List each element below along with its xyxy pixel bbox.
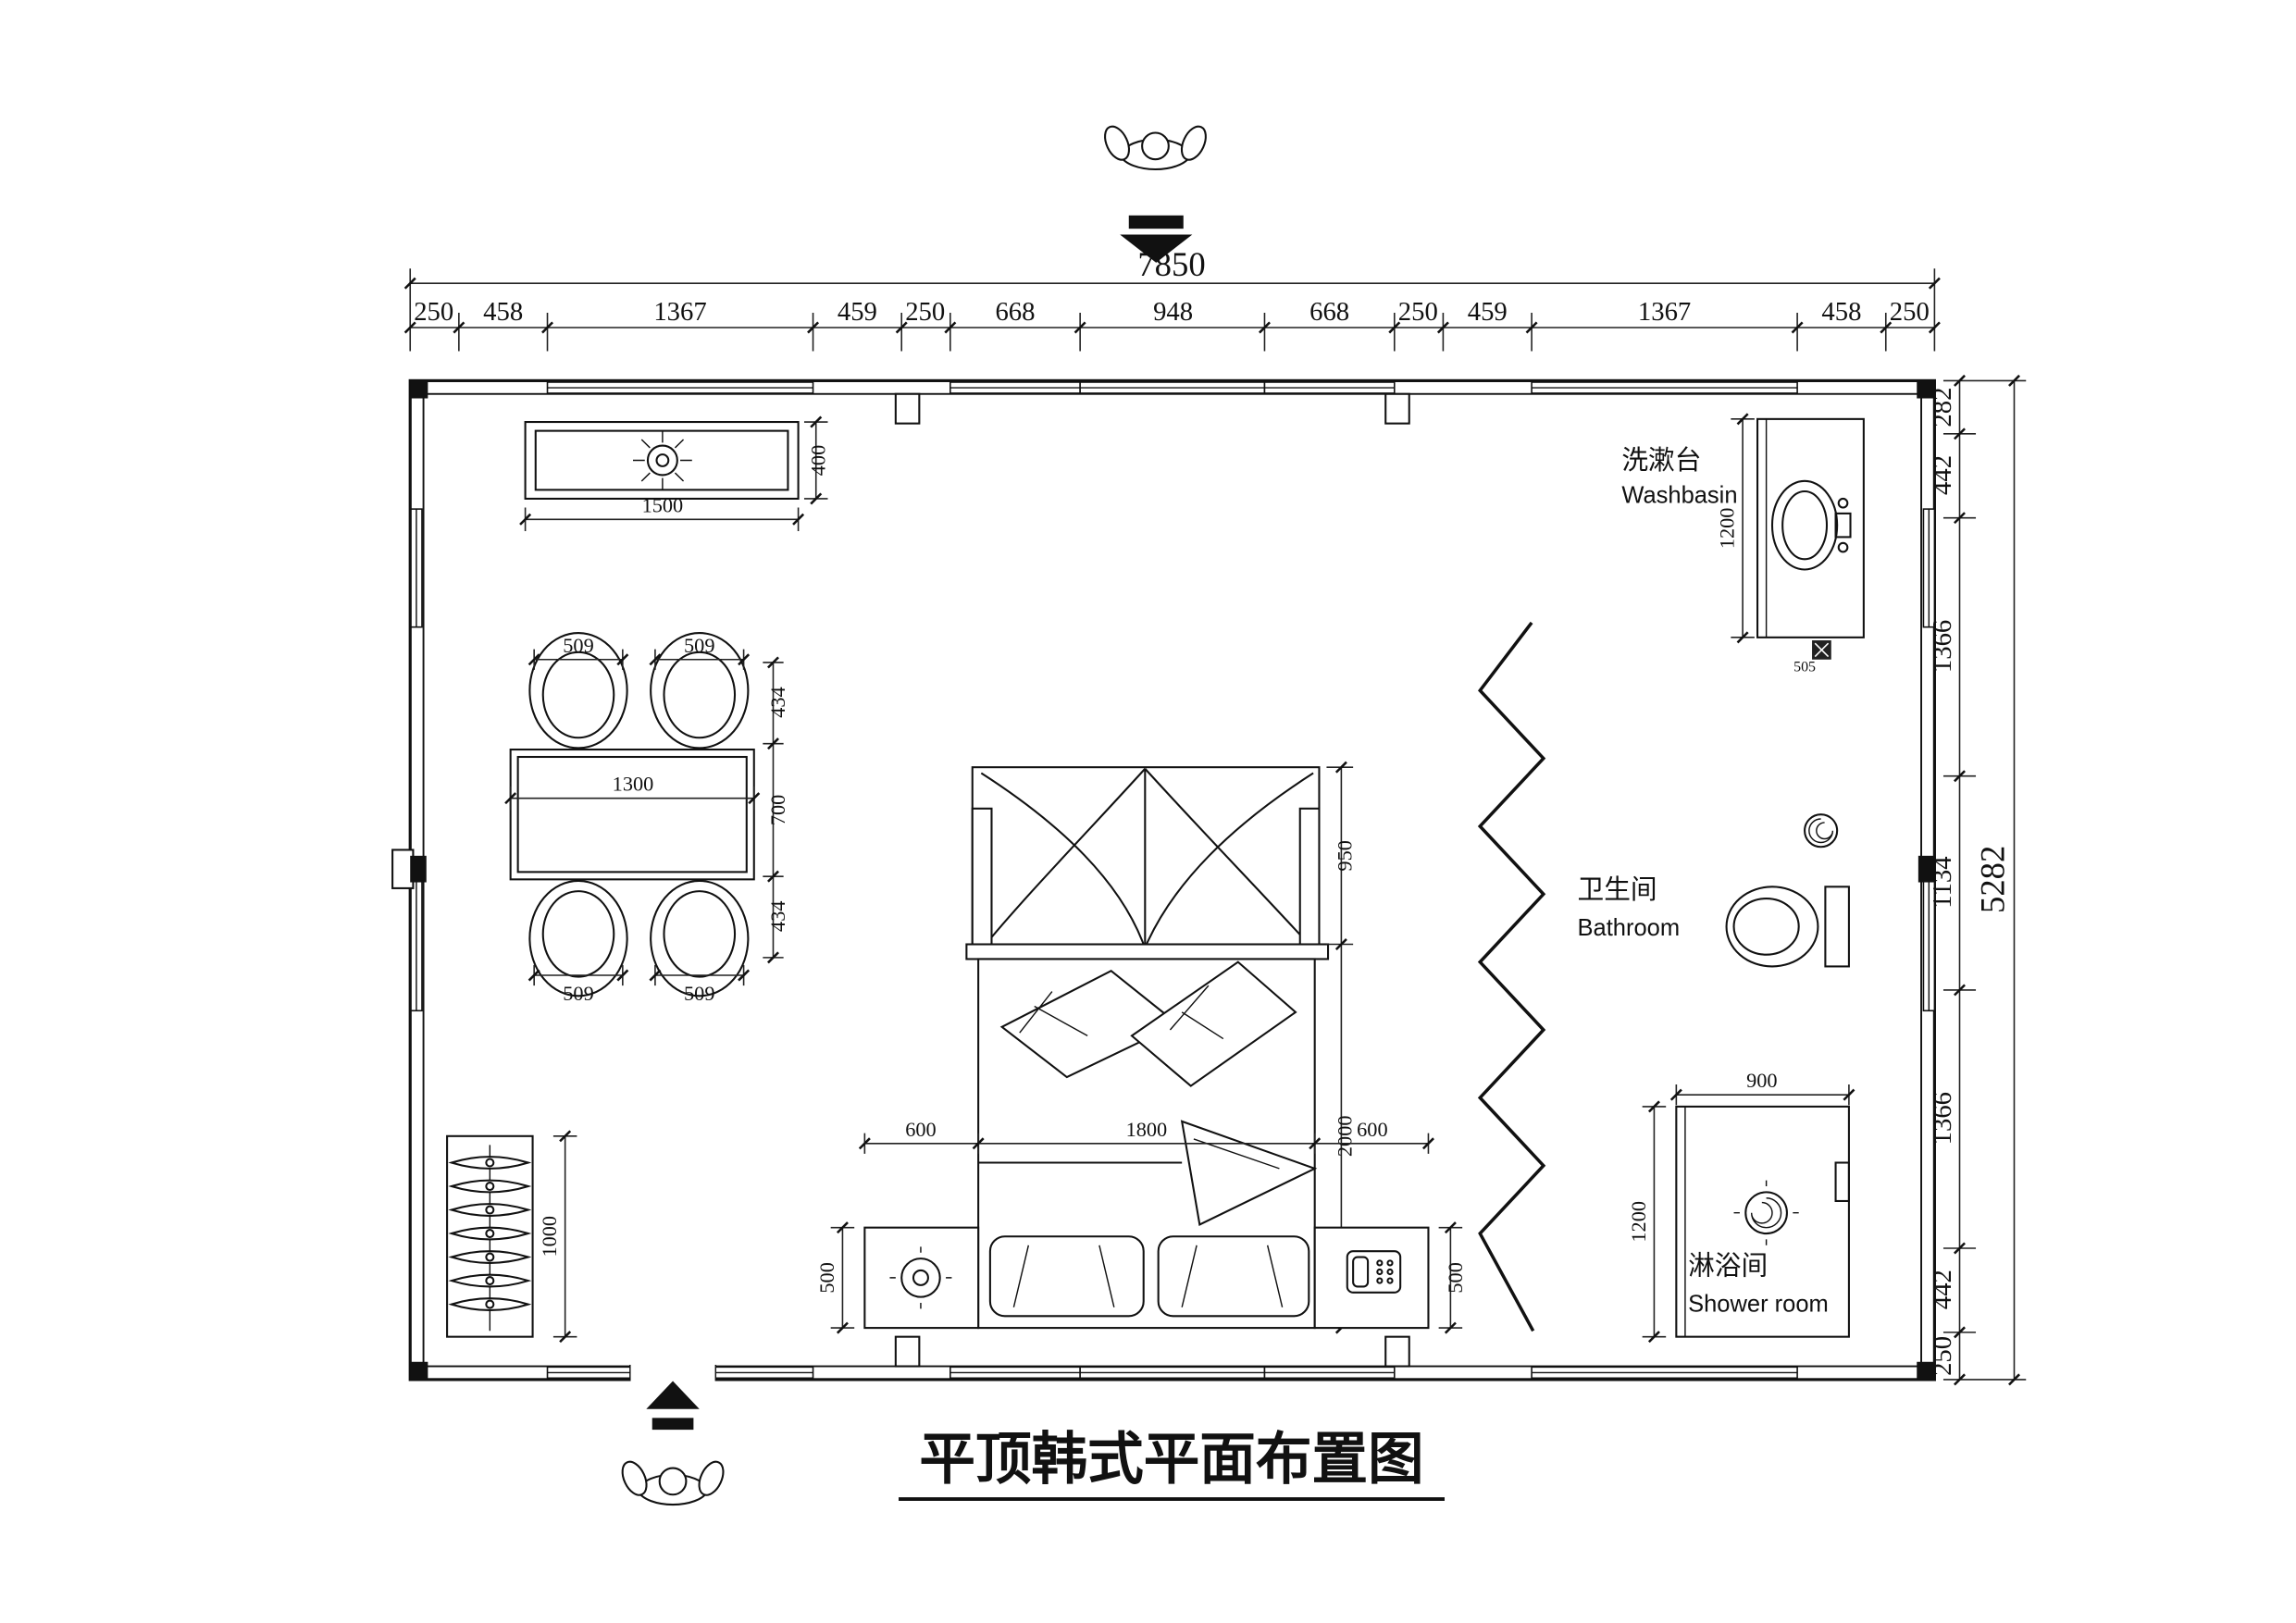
- chair-bottom-left: [528, 879, 628, 997]
- dim-right-seg-0: 282: [1928, 388, 1957, 427]
- floor-drain-icon: [1804, 813, 1839, 849]
- label-bathroom-zh: 卫生间: [1578, 875, 1657, 905]
- ceiling-light: 1500 400: [519, 415, 829, 532]
- dim-chair-tr: 509: [684, 634, 714, 657]
- right-dimensions: 5282 282 442 1366 1134 1366 442 250: [1928, 374, 2027, 1386]
- dim-shower-depth: 1200: [1627, 1201, 1650, 1243]
- phone-icon: [1346, 1250, 1402, 1294]
- foot-cushion-right: [1157, 1235, 1310, 1318]
- foot-cushion-left: [988, 1235, 1145, 1318]
- shower-enclosure: [1675, 1105, 1850, 1338]
- entry-arrow-top-icon: [1120, 215, 1193, 263]
- dim-wardrobe: 1000: [538, 1216, 561, 1258]
- bed: 950 2000 600 1800 600: [858, 761, 1434, 1334]
- dim-right-seg-3: 1134: [1928, 856, 1957, 908]
- folding-partition: [1477, 621, 1546, 1332]
- dim-top-seg-11: 458: [1821, 297, 1861, 327]
- dim-side-top: 434: [766, 687, 789, 717]
- wall-pilasters: [391, 392, 1935, 1368]
- dim-top-seg-6: 948: [1153, 297, 1193, 327]
- dim-washbasin: 1200: [1716, 508, 1739, 550]
- shower-head-icon: [1744, 1191, 1788, 1235]
- dim-side-bottom: 434: [766, 900, 789, 931]
- entry-arrow-bottom-icon: [646, 1381, 700, 1431]
- dim-chair-br: 509: [684, 982, 714, 1005]
- dim-right-seg-5: 442: [1928, 1270, 1957, 1309]
- chair-bottom-right: [650, 879, 750, 997]
- label-shower-en: Shower room: [1688, 1292, 1829, 1318]
- pillow-right: [1130, 960, 1297, 1087]
- label-washbasin-en: Washbasin: [1621, 483, 1737, 509]
- dim-bed-left: 600: [905, 1118, 936, 1141]
- dim-right-seg-2: 1366: [1928, 620, 1957, 673]
- nightstand-left: 500: [815, 1221, 980, 1334]
- title-text: 平顶韩式平面布置图: [919, 1428, 1423, 1491]
- dim-chair-bl: 509: [563, 982, 593, 1005]
- dim-bed-head: 950: [1334, 840, 1357, 871]
- dim-right-seg-4: 1366: [1928, 1092, 1957, 1145]
- dim-top-seg-9: 459: [1468, 297, 1508, 327]
- washbasin-counter: [1756, 417, 1865, 638]
- dim-top-seg-1: 458: [483, 297, 523, 327]
- dim-right-seg-6: 250: [1928, 1336, 1957, 1376]
- dim-top-seg-0: 250: [414, 297, 453, 327]
- bathroom-area: 卫生间 Bathroom: [1578, 813, 1850, 968]
- nightstand-right: 500: [1313, 1221, 1467, 1334]
- dim-top-seg-4: 250: [905, 297, 945, 327]
- corner-columns: [410, 380, 1935, 1380]
- person-bottom-icon: [621, 1460, 725, 1505]
- dim-nightstand-left: 500: [815, 1262, 838, 1293]
- drawing-title: 平顶韩式平面布置图: [899, 1428, 1446, 1502]
- label-washbasin-zh: 洗漱台: [1621, 446, 1701, 476]
- side-wall-windows: [410, 508, 1936, 1012]
- washbasin-area: 1200 505 洗漱台 Washbasin: [1621, 413, 1865, 675]
- dim-shower-width: 900: [1746, 1069, 1777, 1092]
- dim-bed-width: 1800: [1126, 1118, 1168, 1141]
- toilet-bowl-icon: [1725, 886, 1819, 968]
- dining-set: 1300 509 509 509 509 434 700 434: [504, 632, 789, 1005]
- top-wall-windows: [546, 381, 1798, 394]
- basin-icon: [1770, 479, 1839, 571]
- dim-right-total: 5282: [1973, 846, 2011, 913]
- dim-right-seg-1: 442: [1928, 455, 1957, 495]
- dim-top-seg-2: 1367: [653, 297, 706, 327]
- bed-headboard: [965, 943, 1330, 960]
- top-dimensions: 7850 250 458 1367 459 250 668 948 668 25…: [403, 245, 1941, 352]
- dim-top-seg-5: 668: [995, 297, 1035, 327]
- dim-side-mid: 700: [766, 795, 789, 825]
- label-bathroom-en: Bathroom: [1578, 915, 1681, 941]
- dim-top-seg-8: 250: [1398, 297, 1438, 327]
- dim-light-depth: 400: [806, 445, 829, 476]
- dim-nightstand-right: 500: [1444, 1262, 1467, 1293]
- shower-area: 900 1200 淋浴间 Shower room: [1627, 1069, 1855, 1344]
- dim-table-width: 1300: [613, 773, 654, 796]
- dim-top-seg-3: 459: [838, 297, 877, 327]
- dim-top-seg-7: 668: [1309, 297, 1349, 327]
- lamp-icon: [900, 1258, 941, 1298]
- dim-top-seg-12: 250: [1890, 297, 1930, 327]
- shower-handle: [1834, 1161, 1850, 1202]
- dim-washbasin-drain: 505: [1793, 660, 1816, 675]
- bottom-wall-windows: [546, 1364, 1798, 1381]
- dim-chair-tl: 509: [563, 634, 593, 657]
- wardrobe: 1000: [446, 1130, 577, 1344]
- toilet-tank: [1824, 886, 1850, 968]
- label-shower-zh: 淋浴间: [1688, 1252, 1768, 1282]
- dining-table: [509, 748, 755, 881]
- dim-bed-length: 2000: [1334, 1115, 1357, 1157]
- bottom-entrance-opening: [629, 1364, 716, 1381]
- person-top-icon: [1104, 125, 1207, 170]
- dim-top-seg-10: 1367: [1638, 297, 1691, 327]
- dim-light-width: 1500: [642, 493, 684, 516]
- dim-bed-right: 600: [1357, 1118, 1387, 1141]
